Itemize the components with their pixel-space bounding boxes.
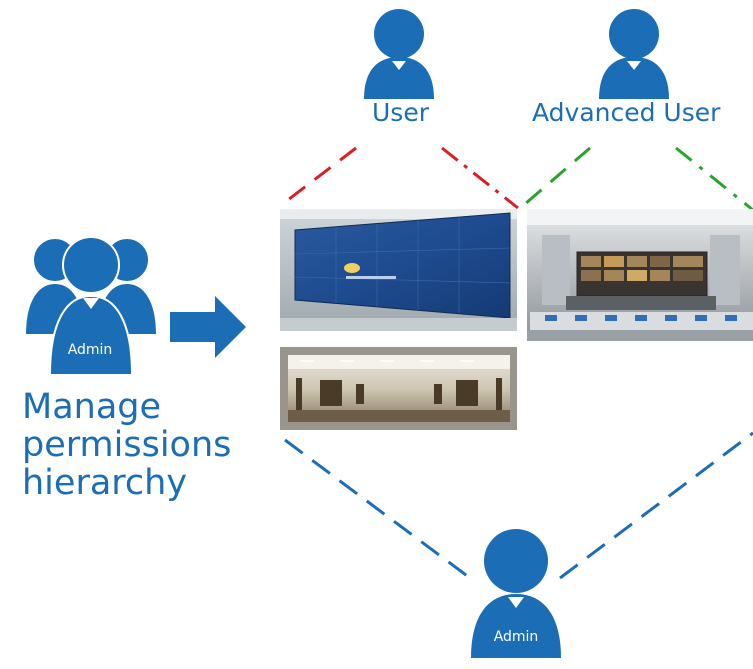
- advanced-line-left: [517, 146, 591, 212]
- user-role-label: User: [372, 98, 429, 127]
- admin-line-left: [284, 438, 471, 580]
- admin-group-people-icon: [23, 236, 159, 376]
- advanced-user-person-icon: [599, 9, 669, 99]
- admin-connector-lines: [284, 431, 753, 580]
- manage-permissions-caption: Manage permissions hierarchy: [22, 388, 262, 502]
- hall-panorama-image: [280, 347, 517, 430]
- caption-line-3: hierarchy: [22, 463, 188, 503]
- user-connector-lines: [279, 146, 519, 210]
- user-line-right: [441, 146, 519, 210]
- admin-person-icon: [471, 529, 561, 658]
- control-room-image: [527, 209, 753, 341]
- admin-group-badge: Admin: [67, 342, 113, 358]
- advanced-user-role-label: Advanced User: [532, 98, 721, 127]
- video-wall-image: [280, 209, 517, 331]
- admin-badge: Admin: [493, 629, 539, 645]
- admin-line-right: [559, 431, 753, 580]
- caption-line-1: Manage: [22, 387, 162, 427]
- caption-line-2: permissions: [22, 425, 232, 465]
- advanced-user-connector-lines: [517, 146, 753, 212]
- advanced-line-right: [675, 146, 753, 212]
- arrow-right-icon: [170, 296, 246, 358]
- user-person-icon: [364, 9, 434, 99]
- user-line-left: [279, 146, 357, 208]
